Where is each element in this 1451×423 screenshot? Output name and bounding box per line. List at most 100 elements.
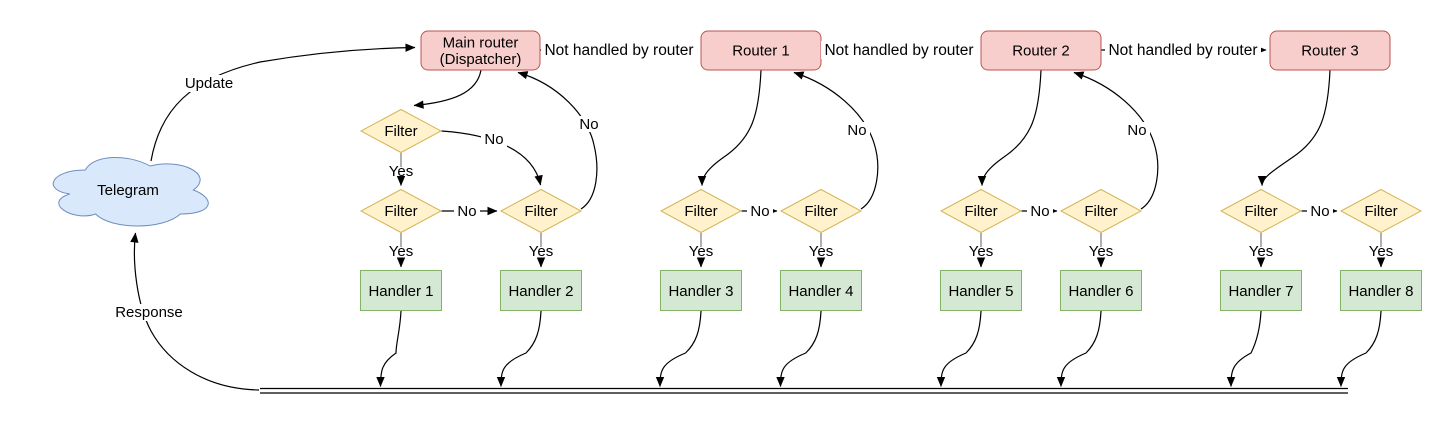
router-3-node: Router 3 bbox=[1269, 30, 1391, 71]
no-text: No bbox=[457, 203, 476, 220]
handler-3-node: Handler 3 bbox=[660, 270, 742, 311]
response-label: Response bbox=[115, 304, 183, 321]
filter-label: Filter bbox=[684, 203, 717, 220]
yes-label-1: Yes bbox=[389, 243, 413, 260]
edge-update bbox=[150, 43, 416, 162]
filter-router2-left: Filter bbox=[939, 188, 1023, 234]
handler-label: Handler 1 bbox=[368, 283, 433, 300]
filter-label: Filter bbox=[1084, 203, 1117, 220]
filter-diamond bbox=[359, 108, 443, 154]
no-text: No bbox=[1030, 203, 1049, 220]
update-edge-label: Update bbox=[180, 75, 238, 92]
filter-diamond bbox=[359, 188, 443, 234]
filter-label: Filter bbox=[1244, 203, 1277, 220]
handler-box bbox=[940, 270, 1022, 311]
filter-router1-right: Filter bbox=[779, 188, 863, 234]
handler-label: Handler 8 bbox=[1348, 283, 1413, 300]
cloud-shape bbox=[52, 156, 209, 227]
handler-box bbox=[660, 270, 742, 311]
edge-response bbox=[130, 232, 260, 391]
label-bg bbox=[1124, 122, 1150, 138]
handler-box bbox=[1060, 270, 1142, 311]
no-label-router1-return: No bbox=[844, 122, 870, 139]
no-label-router2-filters: No bbox=[1027, 203, 1053, 220]
label-bg bbox=[844, 122, 870, 138]
edge-handler2-to-bus bbox=[496, 310, 542, 387]
router-3-box bbox=[1269, 30, 1391, 71]
main-router-node: Main router (Dispatcher) bbox=[420, 30, 541, 71]
label-bg bbox=[1307, 203, 1333, 219]
yes-label-8: Yes bbox=[1369, 243, 1393, 260]
no-text: No bbox=[847, 122, 866, 139]
filter-diamond bbox=[499, 188, 583, 234]
filter-diamond bbox=[1339, 188, 1423, 234]
handler-5-node: Handler 5 bbox=[940, 270, 1022, 311]
handler-label: Handler 6 bbox=[1068, 283, 1133, 300]
edge-handler5-to-bus bbox=[936, 310, 982, 387]
edge-handler1-to-bus bbox=[376, 310, 402, 387]
no-label-filter-a: No bbox=[481, 131, 507, 148]
update-label: Update bbox=[185, 75, 233, 92]
filter-router3-left: Filter bbox=[1219, 188, 1303, 234]
handler-box bbox=[1220, 270, 1302, 311]
filter-label: Filter bbox=[524, 203, 557, 220]
no-text: No bbox=[579, 116, 598, 133]
handler-4-node: Handler 4 bbox=[780, 270, 862, 311]
not-handled-label-1: Not handled by router bbox=[541, 41, 697, 59]
label-bg bbox=[1027, 203, 1053, 219]
not-handled-text: Not handled by router bbox=[824, 42, 973, 59]
handler-7-node: Handler 7 bbox=[1220, 270, 1302, 311]
no-text: No bbox=[484, 131, 503, 148]
filter-label: Filter bbox=[384, 203, 417, 220]
filter-label: Filter bbox=[384, 123, 417, 140]
handler-box bbox=[1340, 270, 1422, 311]
yes-label-2: Yes bbox=[529, 243, 553, 260]
handler-1-node: Handler 1 bbox=[360, 270, 442, 311]
filter-router3-right: Filter bbox=[1339, 188, 1423, 234]
telegram-cloud-node: Telegram bbox=[52, 156, 209, 227]
router-2-label: Router 2 bbox=[1012, 43, 1070, 60]
edge-handler3-to-bus bbox=[655, 310, 702, 387]
handler-box bbox=[360, 270, 442, 311]
label-bg bbox=[747, 203, 773, 219]
no-label-filter-c-return: No bbox=[576, 116, 602, 133]
filter-main-right: Filter bbox=[499, 188, 583, 234]
handler-label: Handler 5 bbox=[948, 283, 1013, 300]
router-2-node: Router 2 bbox=[980, 30, 1102, 71]
filter-label: Filter bbox=[804, 203, 837, 220]
edge-main-router-to-filter bbox=[413, 69, 482, 109]
edge-handler4-to-bus bbox=[776, 310, 822, 387]
label-bg bbox=[481, 131, 507, 147]
handler-label: Handler 7 bbox=[1228, 283, 1293, 300]
label-bg bbox=[541, 41, 697, 59]
edge-router2-to-filter bbox=[977, 69, 1042, 186]
edge-router1-return-no bbox=[793, 71, 879, 210]
edge-router1-to-filter bbox=[697, 69, 762, 186]
label-bg bbox=[576, 116, 602, 132]
label-bg bbox=[454, 203, 480, 219]
label-bg bbox=[112, 304, 186, 321]
not-handled-label-3: Not handled by router bbox=[1105, 41, 1261, 59]
handler-6-node: Handler 6 bbox=[1060, 270, 1142, 311]
filter-label: Filter bbox=[964, 203, 997, 220]
filter-diamond bbox=[1059, 188, 1143, 234]
filter-router1-left: Filter bbox=[659, 188, 743, 234]
not-handled-text: Not handled by router bbox=[544, 42, 693, 59]
filter-diamond bbox=[779, 188, 863, 234]
edge-router3-to-filter bbox=[1257, 69, 1331, 186]
handler-box bbox=[500, 270, 582, 311]
yes-label-5: Yes bbox=[969, 243, 993, 260]
handler-label: Handler 2 bbox=[508, 283, 573, 300]
main-router-label-line1: Main router bbox=[443, 35, 519, 52]
response-edge-label: Response bbox=[112, 304, 186, 321]
filter-diamond bbox=[939, 188, 1023, 234]
handler-2-node: Handler 2 bbox=[500, 270, 582, 311]
no-text: No bbox=[1310, 203, 1329, 220]
telegram-label: Telegram bbox=[97, 182, 159, 199]
edge-handler6-to-bus bbox=[1056, 310, 1102, 387]
main-router-box bbox=[420, 30, 541, 71]
filter-diamond bbox=[659, 188, 743, 234]
handler-8-node: Handler 8 bbox=[1340, 270, 1422, 311]
